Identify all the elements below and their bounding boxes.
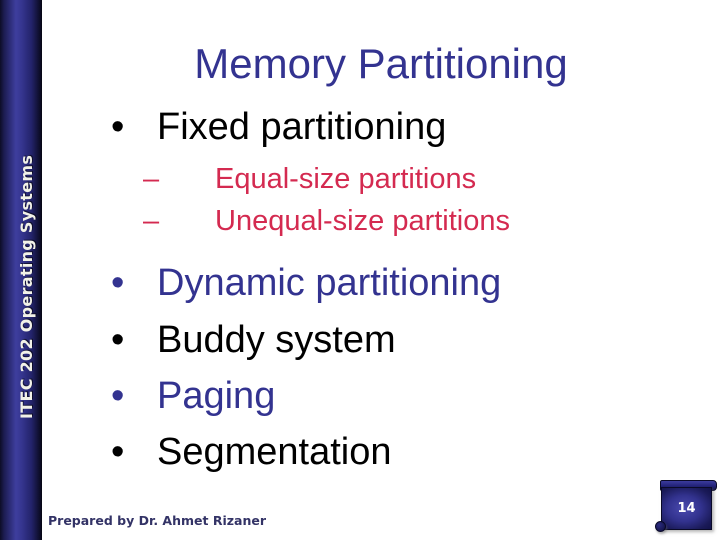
dash-icon: – (143, 163, 160, 195)
footer-credit: Prepared by Dr. Ahmet Rizaner (48, 513, 266, 528)
subbullet-label: Unequal-size partitions (215, 205, 510, 237)
bullet-dot-icon: • (111, 262, 125, 304)
bullet-dot-icon: • (111, 431, 125, 473)
bullet-dot-icon: • (111, 106, 125, 148)
course-label: ITEC 202 Operating Systems (17, 154, 36, 419)
bullet-dot-icon: • (111, 375, 125, 417)
bullet-label: Buddy system (157, 319, 396, 361)
bullet-label: Segmentation (157, 431, 392, 473)
dash-icon: – (143, 205, 160, 237)
page-number-scroll: 14 (653, 480, 717, 532)
bullet-label: Dynamic partitioning (157, 262, 502, 304)
page-number: 14 (677, 501, 696, 516)
bullet-label: Fixed partitioning (157, 106, 447, 148)
subbullet-label: Equal-size partitions (215, 163, 477, 195)
sidebar-bar (0, 0, 42, 540)
scroll-bottom-curl-icon (655, 521, 666, 532)
page-title: Memory Partitioning (194, 40, 568, 87)
scroll-body: 14 (661, 487, 712, 530)
bullet-label: Paging (157, 375, 276, 417)
bullet-dot-icon: • (111, 319, 125, 361)
